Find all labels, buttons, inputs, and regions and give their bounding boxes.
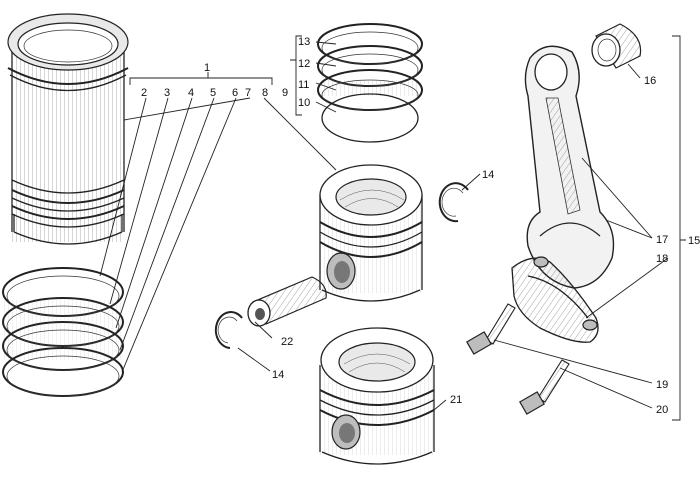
connecting-rod-cap xyxy=(511,256,599,343)
callout-8: 8 xyxy=(262,87,268,99)
callout-labels: 1 2 3 4 5 6 7 8 9 10 11 12 13 14 14 15 1… xyxy=(141,36,700,416)
callout-10: 10 xyxy=(298,97,310,109)
small-end-bushing xyxy=(591,23,642,69)
callout-14-lower: 14 xyxy=(272,369,284,381)
snap-ring-lower xyxy=(214,311,243,349)
callout-11: 11 xyxy=(298,79,309,91)
callout-6: 6 xyxy=(232,87,238,99)
rod-bolt-upper xyxy=(466,303,516,355)
callout-3: 3 xyxy=(164,87,170,99)
callout-1: 1 xyxy=(204,62,210,74)
snap-ring-upper xyxy=(438,182,469,223)
callout-17: 17 xyxy=(656,234,668,246)
callout-14-upper: 14 xyxy=(482,169,494,181)
rod-bolt-lower xyxy=(519,359,570,415)
callout-16: 16 xyxy=(644,75,656,87)
callout-13: 13 xyxy=(298,36,310,48)
callout-5: 5 xyxy=(210,87,216,99)
leader-lines xyxy=(99,35,686,421)
callout-19: 19 xyxy=(656,379,668,391)
callout-4: 4 xyxy=(188,87,194,99)
callout-12: 12 xyxy=(298,58,310,70)
connecting-rod xyxy=(524,45,615,289)
piston-upper xyxy=(319,164,423,302)
piston-rings xyxy=(317,23,423,143)
callout-15: 15 xyxy=(688,235,700,247)
cylinder-liner xyxy=(7,13,129,245)
callout-20: 20 xyxy=(656,404,668,416)
callout-7: 7 xyxy=(245,87,251,99)
callout-9: 9 xyxy=(282,87,288,99)
callout-18: 18 xyxy=(656,253,668,265)
callout-21: 21 xyxy=(450,394,462,406)
callout-2: 2 xyxy=(141,87,147,99)
piston-lower xyxy=(319,327,435,465)
piston-pin xyxy=(247,276,327,327)
callout-22: 22 xyxy=(281,336,293,348)
liner-seal-rings xyxy=(2,267,124,397)
